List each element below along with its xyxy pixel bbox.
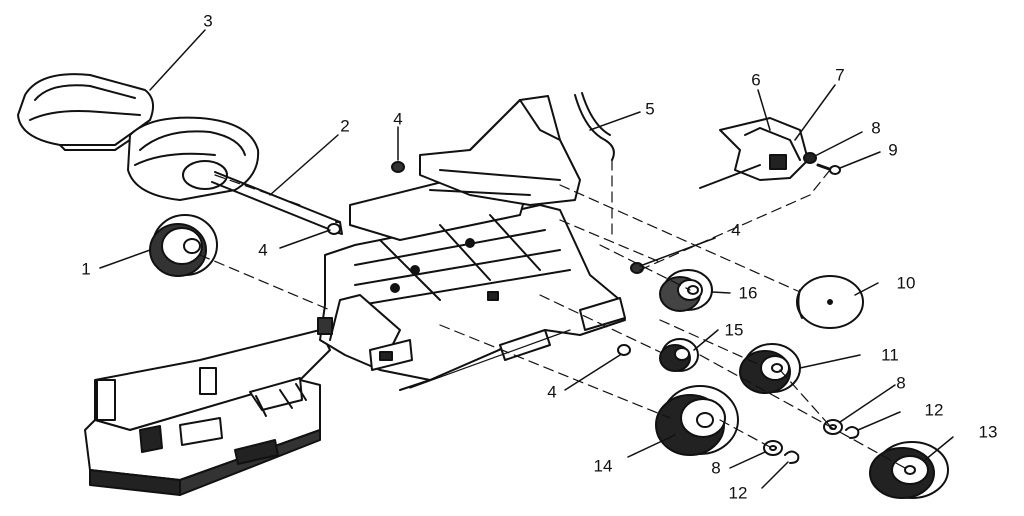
callout-8-bottom: 8 [711,458,721,478]
part-11-gear [739,343,801,394]
part-5-spring [574,92,615,161]
callout-5: 5 [645,99,655,119]
callout-2: 2 [340,116,350,136]
part-10-cap [796,275,864,329]
callout-11: 11 [881,345,899,365]
callout-4-bottom: 4 [547,382,557,402]
callout-7: 7 [835,65,845,85]
part-15-small-gear [659,338,699,372]
part-4-pins [327,161,644,356]
part-1-gear [149,214,218,277]
assembly-axis-lines [199,159,906,469]
part-washers-clips [763,419,860,464]
callout-4-left: 4 [258,240,268,260]
part-13-large-gear [869,441,949,499]
part-14-large-gear [655,385,739,456]
callout-15: 15 [724,320,744,340]
part-6-7-bracket [699,117,809,189]
leader-lines [99,29,954,489]
callout-8-right: 8 [896,373,906,393]
callout-16: 16 [738,283,758,303]
part-8-9-screw [803,152,841,175]
callout-3: 3 [203,11,213,31]
callout-10: 10 [896,273,916,293]
callout-12-right: 12 [924,400,944,420]
part-16-pulley [659,269,713,312]
callout-14: 14 [593,456,613,476]
part-3-feed-tires [17,73,260,201]
callout-12-bottom: 12 [728,483,748,503]
callout-13: 13 [978,422,998,442]
callout-1: 1 [81,259,91,279]
main-mechanism-frame [317,95,626,391]
callout-9: 9 [888,140,898,160]
base-frame [84,329,331,496]
callout-4-right: 4 [731,220,741,240]
callout-4-top: 4 [393,109,403,129]
callout-8-top: 8 [871,118,881,138]
callout-6: 6 [751,70,761,90]
